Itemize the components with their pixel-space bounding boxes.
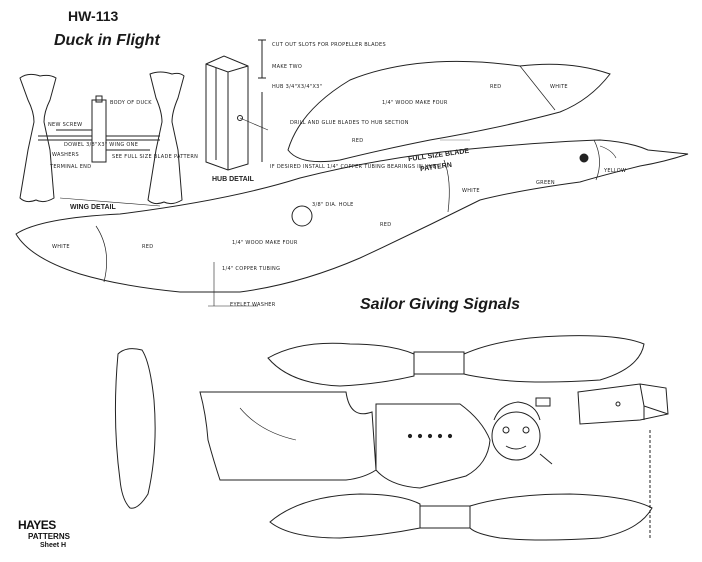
- body-white2-label: WHITE: [462, 188, 480, 194]
- sailor-body: [199, 391, 553, 489]
- new-screw-label: NEW SCREW: [48, 122, 83, 128]
- pattern-code: HW-113: [68, 8, 119, 24]
- see-full-size-label: SEE FULL SIZE BLADE PATTERN: [112, 154, 199, 160]
- sailor-lower-arm: [269, 493, 653, 541]
- blade-red-label: RED: [490, 84, 502, 90]
- body-white-label: WHITE: [52, 244, 70, 250]
- body-of-duck-label: BODY OF DUCK: [110, 100, 152, 106]
- body-wood-label: 1/4" WOOD MAKE FOUR: [232, 240, 298, 246]
- copper-bearing-label: IF DESIRED INSTALL 1/4" COPPER TUBING BE…: [270, 164, 437, 170]
- blade-red2-label: RED: [352, 138, 364, 144]
- washers-label: WASHERS: [52, 152, 79, 158]
- arm-pattern-outline: [114, 348, 156, 509]
- hole-label: 3/8" DIA. HOLE: [312, 202, 354, 208]
- body-green-label: GREEN: [536, 180, 555, 186]
- hub-size-label: HUB 3/4"X3/4"X3": [272, 84, 323, 90]
- wing-detail-drawing: [19, 71, 185, 207]
- cut-out-slots-label: CUT OUT SLOTS FOR PROPELLER BLADES: [272, 42, 386, 48]
- eyelet-washer-label: EYELET WASHER: [230, 302, 276, 308]
- body-red-label: RED: [142, 244, 154, 250]
- duck-title: Duck in Flight: [54, 32, 160, 49]
- brand-logo: HAYES PATTERNS: [18, 516, 70, 541]
- dowel-label: DOWEL 3/8"X3" WING ONE: [64, 142, 139, 148]
- wing-detail-label: WING DETAIL: [70, 204, 116, 211]
- drill-glue-label: DRILL AND GLUE BLADES TO HUB SECTION: [290, 120, 409, 126]
- sheet-number: Sheet H: [40, 542, 67, 549]
- body-red3-label: RED: [380, 222, 392, 228]
- upper-blade-outline: [287, 60, 611, 163]
- brand-name: HAYES: [18, 518, 56, 532]
- sailor-hub-block: [577, 383, 669, 540]
- sailor-upper-arm: [267, 335, 645, 387]
- duck-body-outline: [15, 139, 689, 293]
- make-two-label: MAKE TWO: [272, 64, 303, 70]
- hub-detail-drawing: [205, 39, 269, 171]
- terminal-label: TERMINAL END: [50, 164, 92, 170]
- blade-wood-label: 1/4" WOOD MAKE FOUR: [382, 100, 448, 106]
- sailor-title: Sailor Giving Signals: [360, 296, 521, 313]
- body-yellow-label: YELLOW: [604, 168, 627, 174]
- brand-sub: PATTERNS: [28, 532, 70, 541]
- blade-white-label: WHITE: [550, 84, 568, 90]
- hub-detail-label: HUB DETAIL: [212, 176, 254, 183]
- copper-label: 1/4" COPPER TUBING: [222, 266, 281, 272]
